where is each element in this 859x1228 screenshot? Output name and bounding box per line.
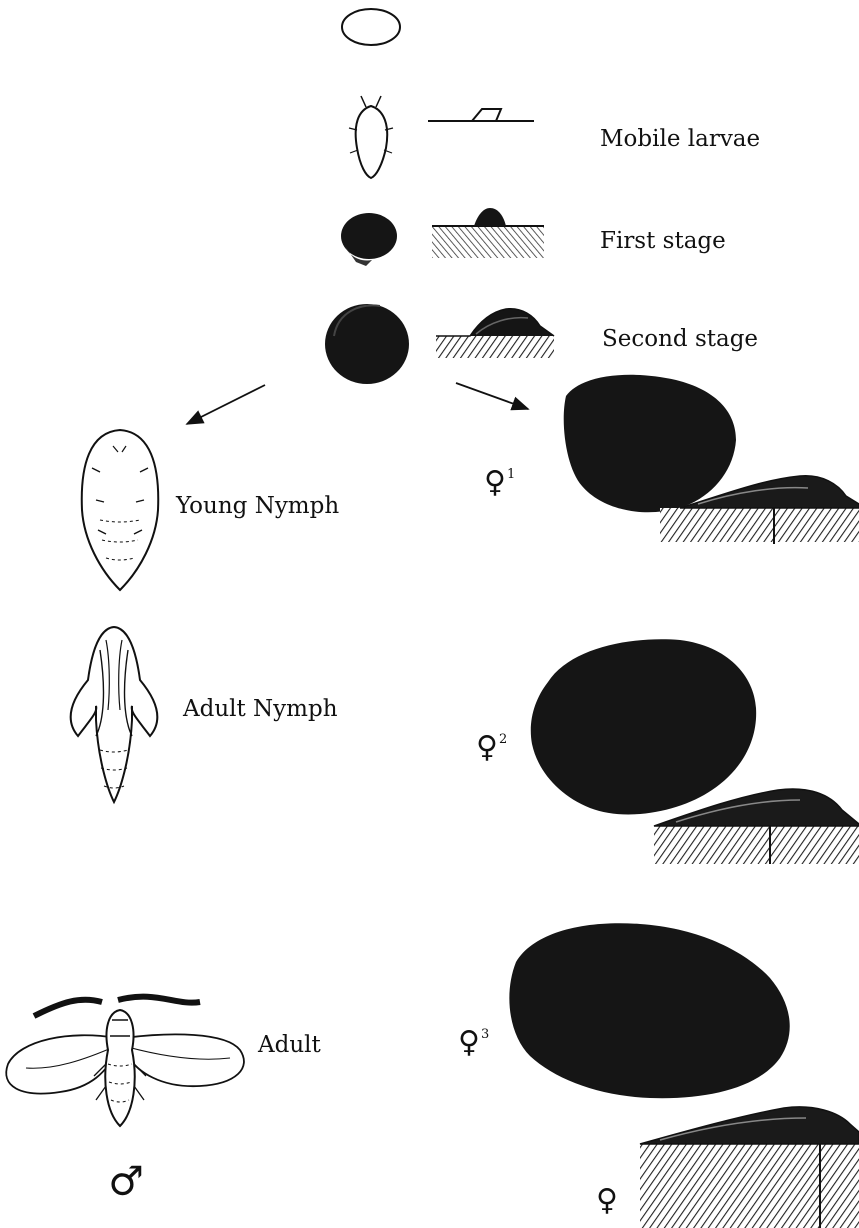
female-1-label: ♀1 xyxy=(484,468,515,498)
label-mobile-larvae: Mobile larvae xyxy=(600,128,760,151)
arrow-to-male-branch xyxy=(187,385,265,424)
label-adult-nymph: Adult Nymph xyxy=(183,698,338,721)
second-stage-profile xyxy=(436,309,554,358)
arrow-to-female-branch xyxy=(456,383,528,409)
mobile-larva-profile xyxy=(428,109,534,121)
first-stage-profile xyxy=(432,208,544,258)
label-first-stage: First stage xyxy=(600,230,726,253)
female-1-scale-drawing xyxy=(564,375,736,512)
female-symbol: ♀ xyxy=(476,730,498,765)
label-second-stage: Second stage xyxy=(602,328,758,351)
second-stage-scale-drawing xyxy=(325,304,409,384)
adult-nymph-drawing xyxy=(71,627,158,802)
female-stage-number: 1 xyxy=(507,467,515,482)
label-young-nymph: Young Nymph xyxy=(176,495,339,518)
female-2-label: ♀2 xyxy=(476,733,507,763)
female-symbol: ♀ xyxy=(458,1025,480,1060)
female-symbol: ♀ xyxy=(484,465,506,500)
label-adult: Adult xyxy=(258,1034,321,1057)
first-stage-scale-drawing xyxy=(341,213,397,266)
female-3-scale-drawing xyxy=(509,923,789,1098)
mobile-larva-drawing xyxy=(349,96,393,178)
adult-male-drawing xyxy=(6,997,244,1126)
female-adult-symbol: ♀ xyxy=(596,1186,618,1216)
male-symbol: ♂ xyxy=(108,1162,144,1202)
young-nymph-drawing xyxy=(82,430,158,590)
female-3-profile xyxy=(640,1107,859,1228)
female-3-label: ♀3 xyxy=(458,1028,489,1058)
female-stage-number: 3 xyxy=(481,1027,489,1042)
female-2-scale-drawing xyxy=(531,639,756,814)
egg-drawing xyxy=(342,9,400,45)
female-stage-number: 2 xyxy=(499,732,507,747)
